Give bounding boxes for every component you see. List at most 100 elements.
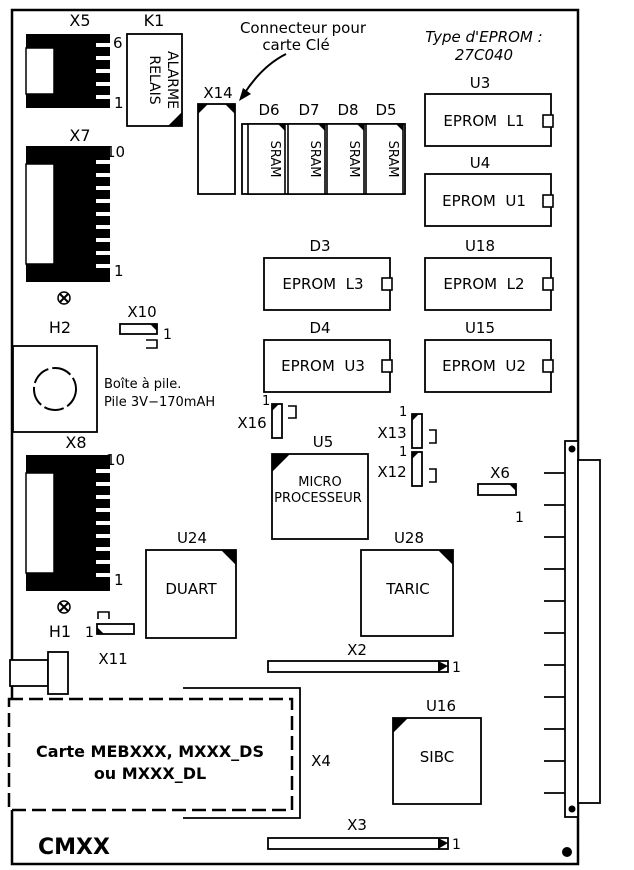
d3-label: D3 [309, 237, 330, 255]
x12-label: X12 [377, 463, 406, 481]
d4-text: EPROM U3 [281, 357, 365, 375]
u24-text: DUART [165, 580, 217, 598]
x3-label: X3 [347, 816, 367, 834]
d7-label: D7 [298, 101, 319, 119]
h1-label: H1 [49, 622, 71, 641]
u15-eprom: EPROM U2 [424, 339, 554, 393]
x6-label: X6 [490, 464, 510, 482]
sram-d6: D6 SRAM [247, 101, 286, 195]
d3-eprom: EPROM L3 [263, 257, 393, 311]
x8-pin-bottom: 1 [114, 571, 124, 589]
x10-label: X10 [127, 303, 156, 321]
h1-led [57, 600, 71, 614]
x11-pin: 1 [85, 625, 94, 641]
x6-pin: 1 [515, 510, 524, 526]
x12-jumper [411, 451, 437, 487]
d7-text: SRAM [307, 141, 322, 178]
daughter-card-line2: ou MXXX_DL [94, 764, 206, 783]
u16-label: U16 [426, 697, 456, 715]
u18-label: U18 [465, 237, 495, 255]
x13-label: X13 [377, 424, 406, 442]
u4-eprom: EPROM U1 [424, 173, 554, 227]
k1-line1: RELAIS [146, 55, 162, 104]
x7-pin-bottom: 1 [114, 262, 124, 280]
k1-relay: RELAIS ALARME [126, 33, 183, 127]
u5-label: U5 [313, 433, 334, 451]
sram-d7: D7 SRAM [287, 101, 326, 195]
mounting-hole [562, 847, 572, 857]
x11-jumper [96, 611, 135, 635]
h2-label: H2 [49, 318, 71, 337]
d8-text: SRAM [346, 141, 361, 178]
u28-text: TARIC [385, 580, 430, 598]
x8-label: X8 [65, 433, 86, 452]
x12-pin: 1 [399, 445, 407, 460]
x5-connector [25, 34, 110, 108]
sram-d5: D5 SRAM [365, 101, 404, 195]
u16-text: SIBC [420, 748, 454, 766]
u5-line2: PROCESSEUR [274, 491, 362, 506]
d6-label: D6 [258, 101, 279, 119]
x3-pin: 1 [452, 837, 461, 853]
battery-box [12, 345, 98, 433]
d8-label: D8 [337, 101, 358, 119]
x4-connector [183, 687, 301, 819]
connector-note-arrow [243, 53, 287, 95]
d4-eprom: EPROM U3 [263, 339, 393, 393]
battery-line1: Boîte à pile. [104, 377, 181, 392]
u3-eprom: EPROM L1 [424, 93, 554, 147]
x2-pin: 1 [452, 660, 461, 676]
u28-label: U28 [394, 529, 424, 547]
u15-label: U15 [465, 319, 495, 337]
x2-label: X2 [347, 641, 367, 659]
u5-microprocessor: MICRO PROCESSEUR [271, 453, 369, 540]
x14-label: X14 [203, 84, 232, 102]
x4-label: X4 [311, 752, 331, 770]
u18-eprom: EPROM L2 [424, 257, 554, 311]
u3-text: EPROM L1 [443, 112, 524, 130]
x5-pin-top: 6 [113, 34, 123, 52]
x7-pin-top: 10 [106, 143, 125, 161]
x6-connector [477, 483, 517, 496]
x5-pin-bottom: 1 [114, 94, 124, 112]
u4-label: U4 [470, 154, 491, 172]
x7-connector [25, 146, 110, 282]
u15-text: EPROM U2 [442, 357, 526, 375]
k1-label: K1 [144, 11, 165, 30]
u4-text: EPROM U1 [442, 192, 526, 210]
x8-connector [25, 455, 110, 591]
u18-text: EPROM L2 [443, 275, 524, 293]
u16-sibc: SIBC [392, 717, 482, 805]
x13-pin: 1 [399, 405, 407, 420]
u28-taric: TARIC [360, 549, 454, 637]
board-name: CMXX [38, 835, 110, 860]
x2-connector [267, 660, 449, 673]
battery-line2: Pile 3V−170mAH [104, 395, 215, 410]
eprom-type-line2: 27C040 [455, 46, 513, 64]
x13-jumper [411, 413, 437, 449]
x8-pin-top: 10 [106, 451, 125, 469]
u24-label: U24 [177, 529, 207, 547]
connector-note-arrowhead [239, 88, 251, 101]
daughter-card [7, 697, 294, 812]
x11-label: X11 [98, 650, 127, 668]
edge-connector [544, 440, 601, 818]
d6-text: SRAM [267, 141, 282, 178]
sram-d8: D8 SRAM [326, 101, 365, 195]
board-standoff [9, 651, 69, 695]
x5-label: X5 [69, 11, 90, 30]
x16-pin: 1 [262, 394, 270, 409]
x16-label: X16 [237, 414, 266, 432]
daughter-card-line1: Carte MEBXXX, MXXX_DS [36, 742, 264, 761]
connector-note-line1: Connecteur pour [240, 19, 367, 37]
k1-line2: ALARME [164, 51, 180, 109]
u5-line1: MICRO [298, 475, 341, 490]
h2-led [57, 291, 71, 305]
x3-connector [267, 837, 449, 850]
d5-text: SRAM [385, 141, 400, 178]
eprom-type-line1: Type d'EPROM : [425, 28, 542, 46]
x7-label: X7 [69, 126, 90, 145]
d5-label: D5 [375, 101, 396, 119]
x14-connector [197, 103, 236, 195]
